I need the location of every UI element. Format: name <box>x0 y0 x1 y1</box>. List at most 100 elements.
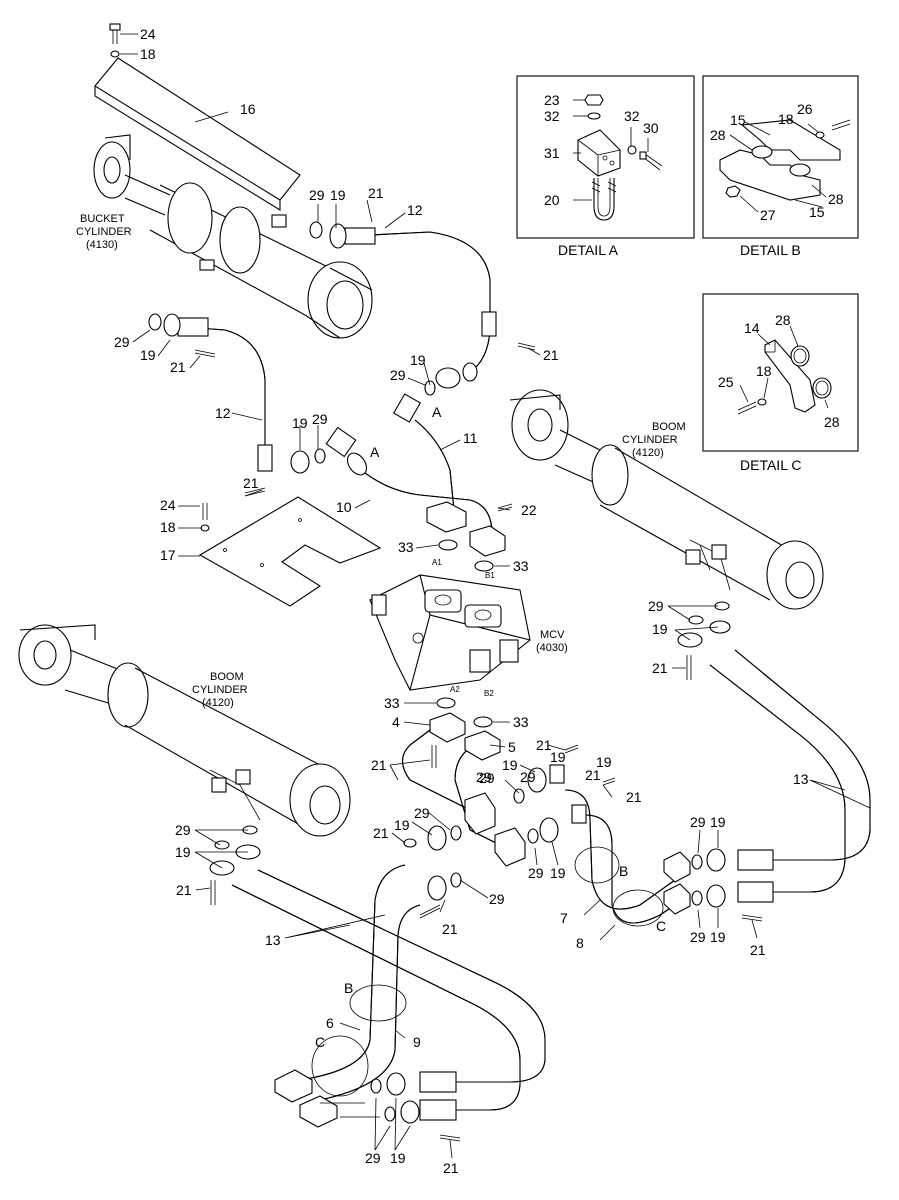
part-label: 28 <box>828 191 844 207</box>
hoses-13-left <box>209 825 546 1142</box>
part-label: 16 <box>240 101 256 117</box>
part-label: 28 <box>710 127 726 143</box>
pipes-7-8 <box>549 764 691 927</box>
part-label: 33 <box>398 539 414 555</box>
part-label: 22 <box>521 502 537 518</box>
part-label: 19 <box>652 621 668 637</box>
pipe-11 <box>392 393 456 521</box>
part-label: 19 <box>410 352 426 368</box>
part-label: 13 <box>265 932 281 948</box>
part-label: 19 <box>140 347 156 363</box>
part-label: 29 <box>528 865 544 881</box>
part-label: 19 <box>330 187 346 203</box>
part-label: 20 <box>544 192 560 208</box>
part-label: 18 <box>160 519 176 535</box>
part-label: 25 <box>718 374 734 390</box>
view-marker-a-lower: A <box>370 444 380 460</box>
part-label: 4 <box>392 714 400 730</box>
part-label: 19 <box>596 754 612 770</box>
port-a1: A1 <box>432 558 442 567</box>
part-label: 32 <box>624 108 640 124</box>
part-label: 18 <box>778 111 794 127</box>
part-label: 13 <box>793 771 809 787</box>
orings-33 <box>436 539 494 728</box>
part-label: 8 <box>576 935 584 951</box>
fittings-center-upper <box>244 342 536 497</box>
part-label: 28 <box>775 312 791 328</box>
detail-a-box: DETAIL A <box>516 75 695 258</box>
part-label: 29 <box>648 598 664 614</box>
detail-a-title: DETAIL A <box>558 242 619 258</box>
part-label: 29 <box>365 1150 381 1166</box>
part-label: 18 <box>756 363 772 379</box>
part-label: 29 <box>479 770 495 786</box>
part-label: 29 <box>312 411 328 427</box>
part-label: 21 <box>652 660 668 676</box>
view-marker-b-right: B <box>619 863 628 879</box>
bolt-24-top <box>109 23 121 58</box>
part-label: 21 <box>443 1160 459 1176</box>
part-label: 21 <box>170 359 186 375</box>
part-label: 21 <box>176 882 192 898</box>
part-label: 21 <box>543 347 559 363</box>
part-label: 19 <box>394 817 410 833</box>
part-label: 32 <box>544 108 560 124</box>
part-label: 19 <box>710 929 726 945</box>
part-label: 11 <box>463 430 478 446</box>
view-marker-b-left: B <box>344 980 353 996</box>
mcv-caption-2: (4030) <box>536 642 568 654</box>
hose-12-upper <box>309 221 497 373</box>
part-label: 15 <box>730 112 746 128</box>
part-label: 29 <box>390 367 406 383</box>
port-b2: B2 <box>484 689 494 698</box>
part-label: 33 <box>513 558 529 574</box>
part-label: 21 <box>243 475 259 491</box>
boom-cylinder-right-caption-1: BOOM <box>652 421 686 433</box>
part-label: 6 <box>326 1015 334 1031</box>
leader-lines <box>120 33 871 1159</box>
detail-b-title: DETAIL B <box>740 242 801 258</box>
part-label: 21 <box>368 185 384 201</box>
bucket-cylinder-caption-3: (4130) <box>86 239 118 251</box>
part-label: 29 <box>489 891 505 907</box>
part-label: 15 <box>809 204 825 220</box>
part-label: 29 <box>520 769 536 785</box>
pipes-4-5 <box>401 712 616 867</box>
port-a2: A2 <box>450 685 460 694</box>
part-label: 21 <box>373 825 389 841</box>
part-label: 21 <box>536 737 552 753</box>
boom-cylinder-right-caption-3: (4120) <box>632 447 664 459</box>
part-label: 9 <box>413 1034 421 1050</box>
part-label: 21 <box>442 921 458 937</box>
part-label: 24 <box>160 497 176 513</box>
part-label: 23 <box>544 92 560 108</box>
bucket-cylinder-caption-2: CYLINDER <box>76 226 132 238</box>
part-label: 29 <box>175 822 191 838</box>
part-label: 33 <box>384 695 400 711</box>
part-label: 29 <box>309 187 325 203</box>
boom-cylinder-right-caption-2: CYLINDER <box>622 434 678 446</box>
mcv-valve <box>369 574 531 691</box>
part-label: 18 <box>140 46 156 62</box>
hoses-13-right <box>677 601 871 922</box>
part-callouts: 24 18 16 29 19 21 12 29 19 21 12 19 29 2… <box>114 26 844 1176</box>
part-label: 19 <box>550 865 566 881</box>
part-label: 29 <box>476 769 492 785</box>
part-label: 26 <box>797 101 813 117</box>
part-label: 29 <box>114 334 130 350</box>
plate-17 <box>198 496 382 607</box>
flanges-center <box>419 767 559 919</box>
detail-c-title: DETAIL C <box>740 457 801 473</box>
part-label: 17 <box>160 547 176 563</box>
boom-cylinder-right <box>509 389 824 610</box>
boom-cylinder-left <box>18 624 351 837</box>
part-label: 29 <box>414 805 430 821</box>
part-label: 19 <box>550 749 566 765</box>
part-label: 12 <box>407 202 423 218</box>
part-label: 19 <box>175 844 191 860</box>
part-label: 7 <box>560 910 568 926</box>
hose-12-lower <box>148 313 273 472</box>
part-label: 21 <box>585 767 601 783</box>
part-label: 12 <box>215 405 231 421</box>
boom-cylinder-left-caption-3: (4120) <box>202 697 234 709</box>
